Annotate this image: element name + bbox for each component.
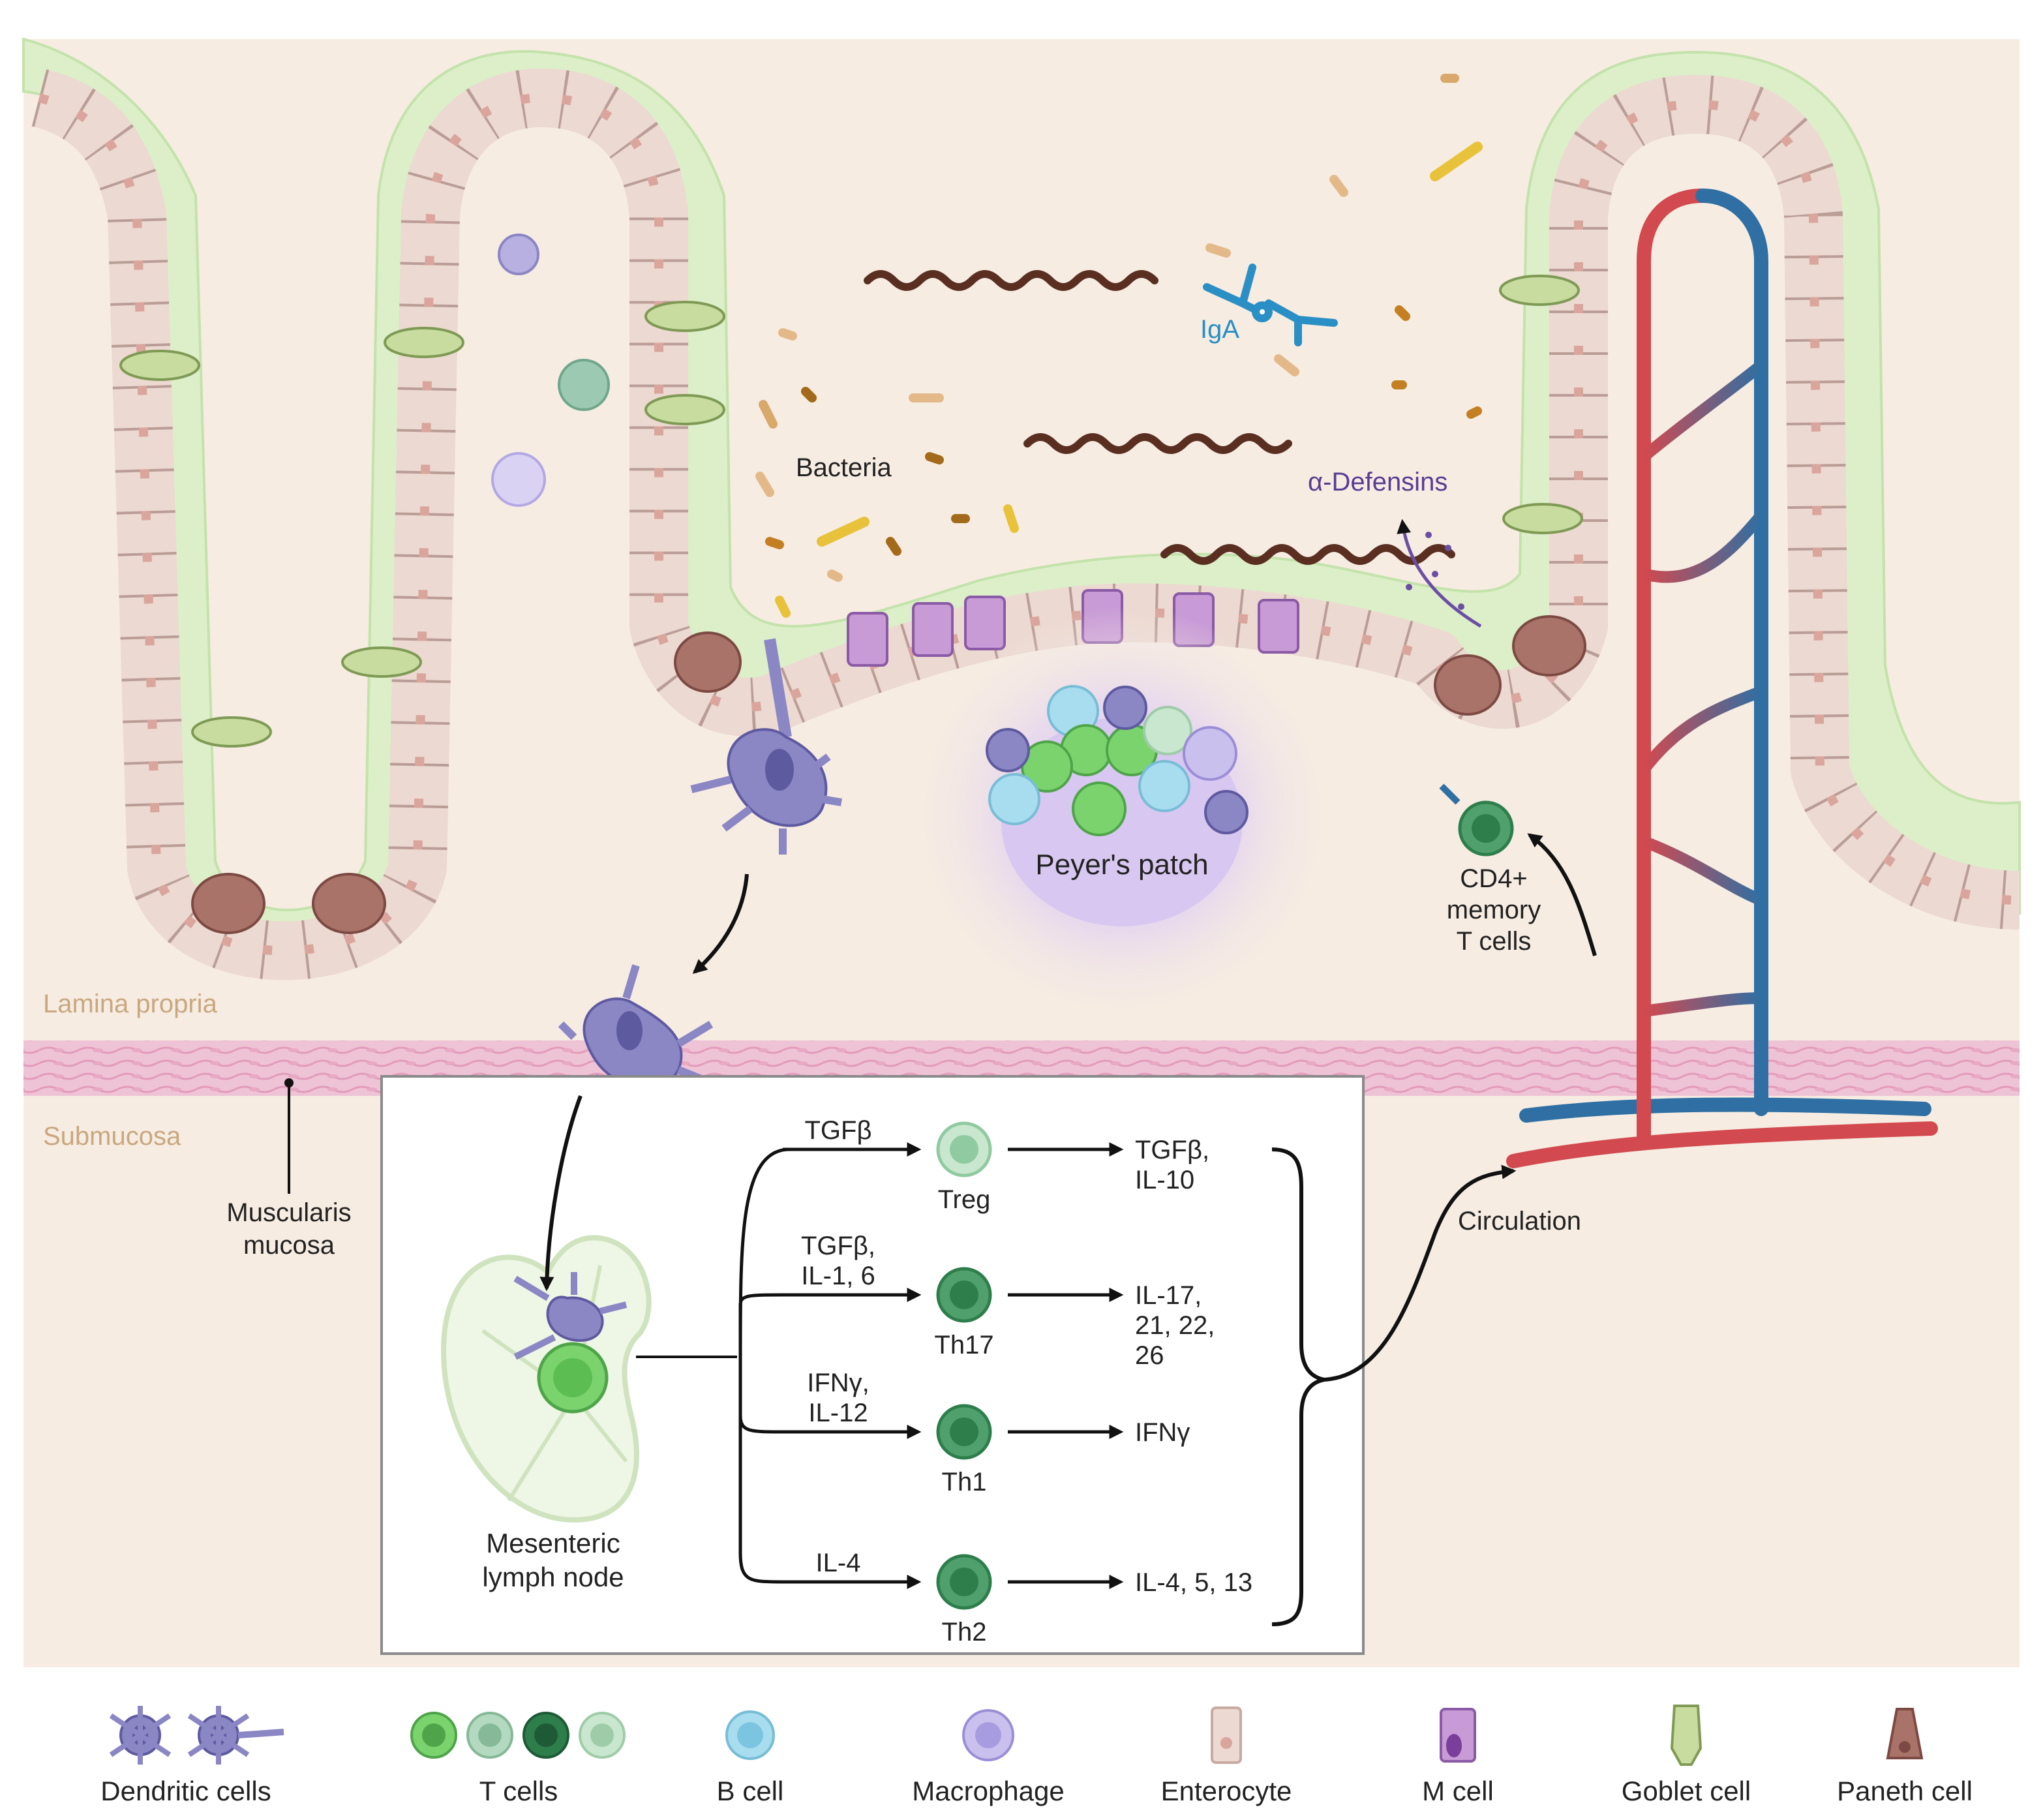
muscularis-pointer — [284, 1078, 294, 1194]
pathway-input-label: IL-12 — [808, 1399, 868, 1427]
pathway-input-label: IFNγ, — [807, 1369, 870, 1397]
legend: Dendritic cells T cells B cell Macrophage En… — [100, 1705, 1973, 1806]
pathway-th17: TGFβ,IL-1, 6 Th17 IL-17,21, 22,26 — [783, 1232, 1215, 1370]
pathway-cell-label: Treg — [938, 1185, 991, 1214]
m-cells — [847, 589, 1299, 667]
goblet-cells — [119, 275, 1583, 748]
t-cell-icon — [410, 1712, 626, 1759]
legend-item: Paneth cell — [1837, 1708, 1973, 1806]
label-submucosa: Submucosa — [43, 1122, 181, 1151]
legend-label: M cell — [1422, 1776, 1494, 1806]
pathway-cell-label: Th17 — [934, 1331, 993, 1359]
legend-label: Enterocyte — [1161, 1776, 1292, 1806]
label-bacteria: Bacteria — [796, 453, 892, 482]
b-cell-icon — [725, 1710, 775, 1760]
legend-item: B cell — [717, 1710, 784, 1806]
label-defensins: α-Defensins — [1308, 468, 1447, 496]
pathway-output-label: 21, 22, — [1135, 1311, 1215, 1340]
pathway-cell-label: Th2 — [942, 1618, 987, 1646]
label-lymph-line1: Mesenteric — [486, 1528, 620, 1558]
legend-item: Macrophage — [912, 1709, 1065, 1806]
label-cd4-line3: T cells — [1457, 927, 1532, 956]
pathway-trunk — [738, 1147, 790, 1584]
legend-label: B cell — [717, 1776, 784, 1806]
cd4-memory-t-cell — [1439, 783, 1514, 857]
legend-item: Enterocyte — [1161, 1706, 1292, 1806]
pathway-input-label: IL-4 — [816, 1549, 861, 1577]
dc-migration-arrow-1 — [692, 873, 749, 974]
legend-label: Goblet cell — [1622, 1776, 1751, 1806]
legend-label: T cells — [479, 1776, 558, 1806]
legend-label: Dendritic cells — [100, 1776, 271, 1806]
bacteria-spirals — [864, 270, 1455, 565]
enterocyte-icon — [1211, 1706, 1242, 1764]
pathway-t-cell-nucleus — [950, 1135, 978, 1164]
label-muscularis-line2: mucosa — [243, 1231, 335, 1260]
pathway-output-label: IL-10 — [1135, 1166, 1194, 1194]
legend-label: Paneth cell — [1837, 1776, 1973, 1806]
pathway-output-label: IFNγ — [1135, 1418, 1190, 1447]
pathway-t-cell-nucleus — [950, 1568, 978, 1596]
label-lymph-line2: lymph node — [482, 1562, 624, 1592]
peyers-patch-cells — [986, 685, 1248, 836]
blood-vessel — [1506, 189, 1938, 1168]
pathway-cell-label: Th1 — [942, 1468, 987, 1496]
legend-item: Goblet cell — [1622, 1705, 1751, 1806]
bacteria-rods — [755, 74, 1483, 618]
macrophage-icon — [962, 1709, 1014, 1761]
circulation-to-tissue-arrow — [1527, 833, 1597, 956]
paneth-cell-icon — [1886, 1708, 1924, 1759]
pathway-t-cell-nucleus — [950, 1281, 978, 1309]
pathway-output-label: IL-4, 5, 13 — [1135, 1568, 1252, 1597]
lamina-dendritic-cell — [498, 234, 539, 275]
legend-item: M cell — [1422, 1708, 1494, 1806]
dc-migration-arrow-2 — [539, 1095, 583, 1292]
label-cd4-line2: memory — [1447, 896, 1541, 924]
pathway-output-label: 26 — [1135, 1341, 1164, 1370]
label-muscularis-line1: Muscularis — [226, 1198, 351, 1227]
label-circulation: Circulation — [1458, 1207, 1581, 1236]
pathway-input-label: TGFβ, — [801, 1232, 875, 1260]
pathway-output-label: IL-17, — [1135, 1281, 1202, 1310]
label-cd4-line1: CD4+ — [1460, 864, 1527, 893]
legend-item: Dendritic cells — [100, 1706, 284, 1806]
m-cell-icon — [1440, 1708, 1476, 1763]
pathway-input-label: TGFβ — [805, 1116, 872, 1145]
diagram-labels: Bacteria IgA α-Defensins Peyer's patch C… — [43, 315, 1581, 1592]
output-bracket — [1271, 1147, 1517, 1626]
legend-item: T cells — [410, 1712, 626, 1806]
goblet-cell-icon — [1670, 1705, 1702, 1766]
label-iga: IgA — [1200, 315, 1239, 344]
iga-antibody — [1203, 264, 1338, 346]
pathway-output-label: TGFβ, — [1135, 1136, 1209, 1164]
pathway-t-cell-nucleus — [950, 1418, 978, 1446]
defensins-marks — [1397, 519, 1482, 628]
lamina-macrophage — [491, 452, 546, 507]
legend-label: Macrophage — [912, 1776, 1064, 1806]
label-lamina-propria: Lamina propria — [43, 990, 218, 1018]
dendritic-cell-icon — [109, 1706, 284, 1765]
paneth-cells — [191, 615, 1586, 934]
migrating-dendritic-cell — [690, 638, 842, 855]
lamina-t-cell — [558, 359, 610, 411]
pathway-input-label: IL-1, 6 — [801, 1262, 875, 1290]
lymph-node — [440, 1235, 737, 1523]
label-peyers-patch: Peyer's patch — [1035, 849, 1208, 881]
